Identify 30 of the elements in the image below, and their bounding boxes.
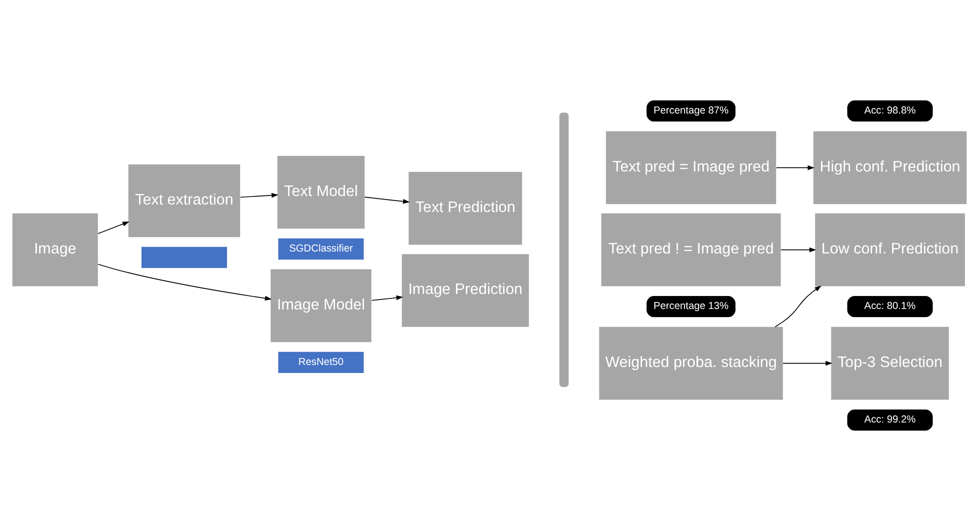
node-box: Acc: 98.8% [847,100,933,122]
node-box: SGDClassifier [278,238,364,260]
arrow [98,263,272,300]
node-box: Image Prediction [402,254,529,326]
node-box [142,246,228,268]
node-box: Percentage 87% [646,100,736,122]
arrow [774,285,822,327]
node-box: ResNet50 [278,351,364,373]
arrow [98,221,130,234]
node-box: Text extraction [128,164,240,237]
node-box: Text Prediction [408,171,522,244]
arrow [776,164,814,170]
node-box: Text Model [277,155,365,228]
node-box: Text pred ! = Image pred [601,212,781,286]
node-box: Text pred = Image pred [606,130,776,204]
arrow [782,360,832,366]
arrow [240,192,278,198]
node-box: Image Model [270,268,372,342]
node-box: Percentage 13% [646,295,736,317]
node-box: High conf. Prediction [813,130,967,204]
node-bar [559,112,569,386]
node-box: Weighted proba. stacking [599,326,783,400]
arrow [780,246,816,252]
node-box: Acc: 99.2% [847,408,933,430]
arrow [371,294,404,300]
node-box: Acc: 80.1% [847,295,933,317]
arrow [364,196,410,204]
node-box: Image [12,212,98,286]
node-box: Top-3 Selection [831,326,949,400]
node-box: Low conf. Prediction [815,212,965,286]
